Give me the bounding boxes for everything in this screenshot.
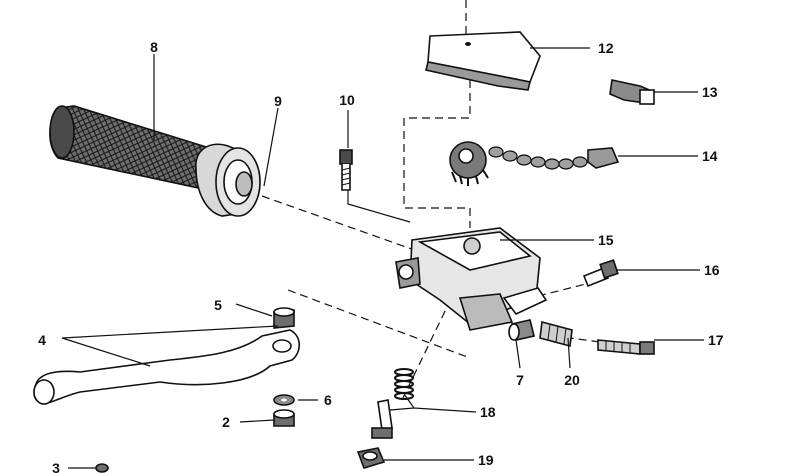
screw-16-part <box>582 259 619 288</box>
callout-14: 14 <box>702 148 718 164</box>
callout-13: 13 <box>702 84 718 100</box>
callout-9: 9 <box>274 93 282 109</box>
callout-5: 5 <box>214 297 222 313</box>
callout-8: 8 <box>150 39 158 55</box>
callout-20: 20 <box>564 372 580 388</box>
chain-14-part <box>449 141 620 186</box>
callout-2: 2 <box>222 414 230 430</box>
callout-3: 3 <box>52 460 60 473</box>
callout-4: 4 <box>38 332 46 348</box>
callout-15: 15 <box>598 232 614 248</box>
screw-3-part <box>95 463 109 473</box>
callout-18: 18 <box>480 404 496 420</box>
callout-17: 17 <box>708 332 724 348</box>
callout-labels: 8 9 10 12 13 14 15 16 17 7 20 5 4 6 2 3 … <box>38 39 724 473</box>
cover-12-part <box>425 31 541 91</box>
spring-18-part <box>371 368 414 439</box>
callout-12: 12 <box>598 40 614 56</box>
nut-19-part <box>356 447 386 469</box>
bushing-5-part <box>273 307 295 329</box>
callout-16: 16 <box>704 262 720 278</box>
callout-7: 7 <box>516 372 524 388</box>
bolt-17-part <box>597 339 655 355</box>
grip-part <box>49 105 261 217</box>
callout-19: 19 <box>478 452 494 468</box>
callout-10: 10 <box>339 92 355 108</box>
switch-13-part <box>609 79 655 105</box>
screw-10-part <box>339 149 353 191</box>
callout-6: 6 <box>324 392 332 408</box>
nipple-20-part <box>539 320 573 348</box>
lever-4-part <box>33 329 301 405</box>
housing-15-part <box>395 227 548 331</box>
sleeve-7-part <box>508 319 535 341</box>
leader-lines <box>61 47 704 469</box>
nut-2-part <box>273 409 295 427</box>
washer-6-part <box>273 394 295 406</box>
